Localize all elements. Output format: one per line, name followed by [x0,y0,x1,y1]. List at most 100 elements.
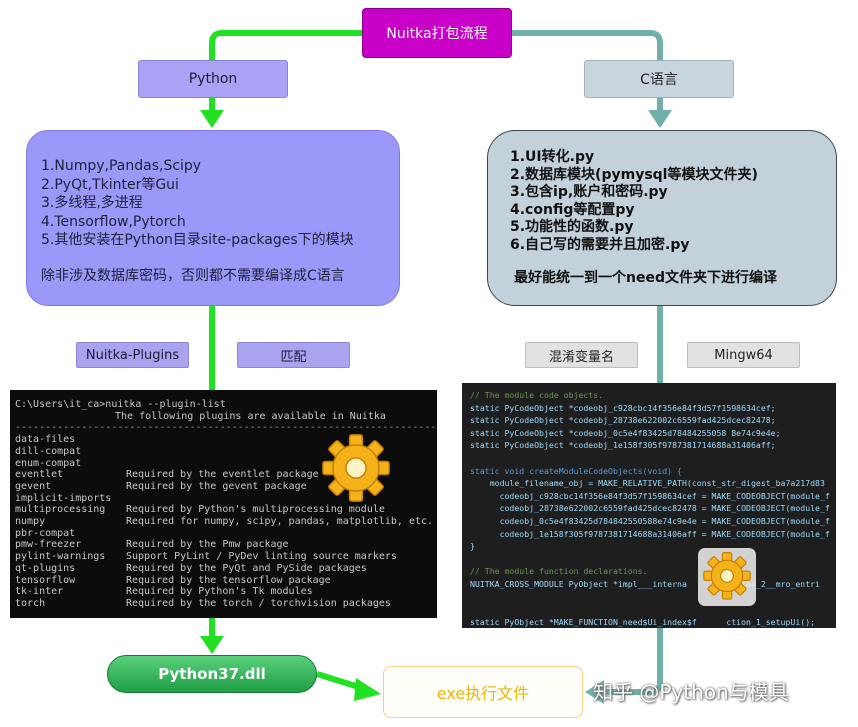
code-line: codeobj_1e158f305f9787381714688a31406aff… [470,528,830,539]
tag-nuitka-plugins: Nuitka-Plugins [76,342,189,368]
c-card-note: 最好能统一到一个need文件夹下进行编译 [514,270,777,286]
plugin-name: eventlet [15,469,64,481]
watermark: 知乎 @Python与模具 [593,680,789,704]
plugin-name: pmw-freezer [15,539,82,551]
code-line: codeobj_28738e622002c6559fad425dcec82478… [470,503,830,514]
code-line: static PyCodeObject *codeobj_28738e62200… [470,415,776,426]
code-line: static PyCodeObject *codeobj_1e158f305f9… [470,440,776,451]
plugin-name: gevent [15,480,52,492]
python-card-note: 除非涉及数据库密码，否则都不需要编译成C语言 [41,267,345,284]
connector-code-exe [602,628,663,695]
list-item: 3.包含ip,账户和密码.py [510,184,668,200]
code-line: module_filename_obj = MAKE_RELATIVE_PATH… [470,478,825,489]
python-label: Python [138,60,288,98]
list-item: 6.自己写的需要并且加密.py [510,236,690,253]
python-modules-card: 1.Numpy,Pandas,Scipy 2.PyQt,Tkinter等Gui … [26,130,400,306]
arrow-title-to-c [512,30,663,112]
tag-obfuscate-variables: 混淆变量名 [525,342,638,368]
tag-match: 匹配 [237,342,350,368]
plugin-name: qt-plugins [15,562,76,574]
tag-mingw64: Mingw64 [687,342,800,368]
arrowhead-exe-right [585,680,604,704]
plugin-name: multiprocessing [15,504,106,516]
plugin-name: tensorflow [15,574,76,586]
terminal-command: C:\Users\it_ca>nuitka --plugin-list [15,399,226,410]
code-line: codeobj_c928cbc14f356e84f3d57f1598634cef… [470,490,830,501]
list-item: 5.功能性的函数.py [510,219,634,235]
plugin-row: dill-compat [15,446,437,458]
plugin-description: Required by the Pmw package [126,539,289,551]
plugin-name: data-files [15,434,76,446]
plugin-description: Required by the PyQt and PySide packages [126,562,367,574]
c-modules-card: 1.UI转化.py 2.数据库模块(pymysql等模块文件夹) 3.包含ip,… [487,130,837,306]
plugin-row: data-files [15,434,437,446]
plugin-description: Required by the eventlet package [126,469,319,481]
plugin-description: Required by the torch / torchvision pack… [126,597,391,609]
plugin-row: tk-inter Required by Python's Tk modules [15,586,437,598]
code-line [470,553,836,566]
list-item: 3.多线程,多进程 [41,195,143,211]
code-line: // The module function declarations. [470,566,648,577]
plugin-row: torch Required by the torch / torchvision… [15,598,437,610]
code-line: static PyObject *MAKE_FUNCTION_need$Ui_i… [470,616,816,627]
plugin-name: torch [15,597,46,609]
arrow-title-to-python [209,30,362,112]
plugin-name: dill-compat [15,445,82,457]
plugin-row: eventlet Required by the eventlet package [15,469,437,481]
plugin-row: qt-plugins Required by the PyQt and PySid… [15,563,437,575]
plugin-name: numpy [15,516,46,528]
code-line [470,591,836,604]
code-line: } [470,541,475,552]
flow-title: Nuitka打包流程 [362,8,512,58]
list-item: 4.config等配置py [510,201,635,218]
plugin-row: gevent Required by the gevent package [15,481,437,493]
plugin-row: tensorflow Required by the tensorflow pac… [15,575,437,587]
python-dll-node: Python37.dll [107,655,317,693]
code-line [470,603,836,616]
plugin-row: numpy Required for numpy, scipy, pandas, … [15,516,437,528]
python-modules-list: 1.Numpy,Pandas,Scipy 2.PyQt,Tkinter等Gui … [41,157,399,250]
code-line: static PyCodeObject *codeobj_0c5e4f83425… [470,427,781,438]
plugin-name: implicit-imports [15,492,112,504]
list-item: 2.PyQt,Tkinter等Gui [41,176,179,193]
plugin-name: tk-inter [15,586,64,598]
plugin-description: Required by the tensorflow package [126,574,331,586]
generated-c-code: // The module code objects. static PyCode… [462,383,836,628]
list-item: 4.Tensorflow,Pytorch [41,213,186,230]
plugin-description: Required by the gevent package [126,480,307,492]
arrowhead-python-card [200,110,224,128]
plugin-row: pbr-compat [15,528,437,540]
code-line: static PyCodeObject *codeobj_c928cbc14f3… [470,402,776,413]
gear-icon [698,548,756,606]
plugin-list-terminal: C:\Users\it_ca>nuitka --plugin-list The … [10,390,437,618]
list-item: 1.Numpy,Pandas,Scipy [41,158,202,174]
plugin-row: implicit-imports [15,493,437,505]
code-line [470,452,836,465]
list-item: 2.数据库模块(pymysql等模块文件夹) [510,166,758,183]
terminal-divider: ----------------------------------------… [15,422,437,434]
terminal-header: The following plugins are available in N… [115,410,386,422]
exe-output-node: exe执行文件 [383,666,583,718]
code-line: static void createModuleCodeObjects(void… [470,465,682,476]
list-item: 5.其他安装在Python目录site-packages下的模块 [41,232,354,248]
plugin-row: enum-compat [15,458,437,470]
c-language-label: C语言 [584,60,734,98]
arrowhead-dll [200,636,224,654]
plugin-description: Required by Python's Tk modules [126,586,313,598]
arrowhead-c-card [648,110,672,128]
plugin-name: pylint-warnings [15,551,106,563]
gear-icon [322,434,390,502]
code-line: NUITKA_CROSS_MODULE PyObject *impl___int… [470,578,820,589]
plugin-description: Required for numpy, scipy, pandas, matpl… [126,516,434,528]
plugin-name: enum-compat [15,457,82,469]
code-line: codeobj_0c5e4f83425d784842550588e74c9e4e… [470,515,830,526]
code-lines: // The module code objects. static PyCode… [470,389,836,628]
c-modules-list: 1.UI转化.py 2.数据库模块(pymysql等模块文件夹) 3.包含ip,… [510,149,836,254]
arrowhead-exe-left [354,678,381,701]
list-item: 1.UI转化.py [510,149,595,165]
code-line: // The module code objects. [470,390,604,400]
plugin-name: pbr-compat [15,527,76,539]
